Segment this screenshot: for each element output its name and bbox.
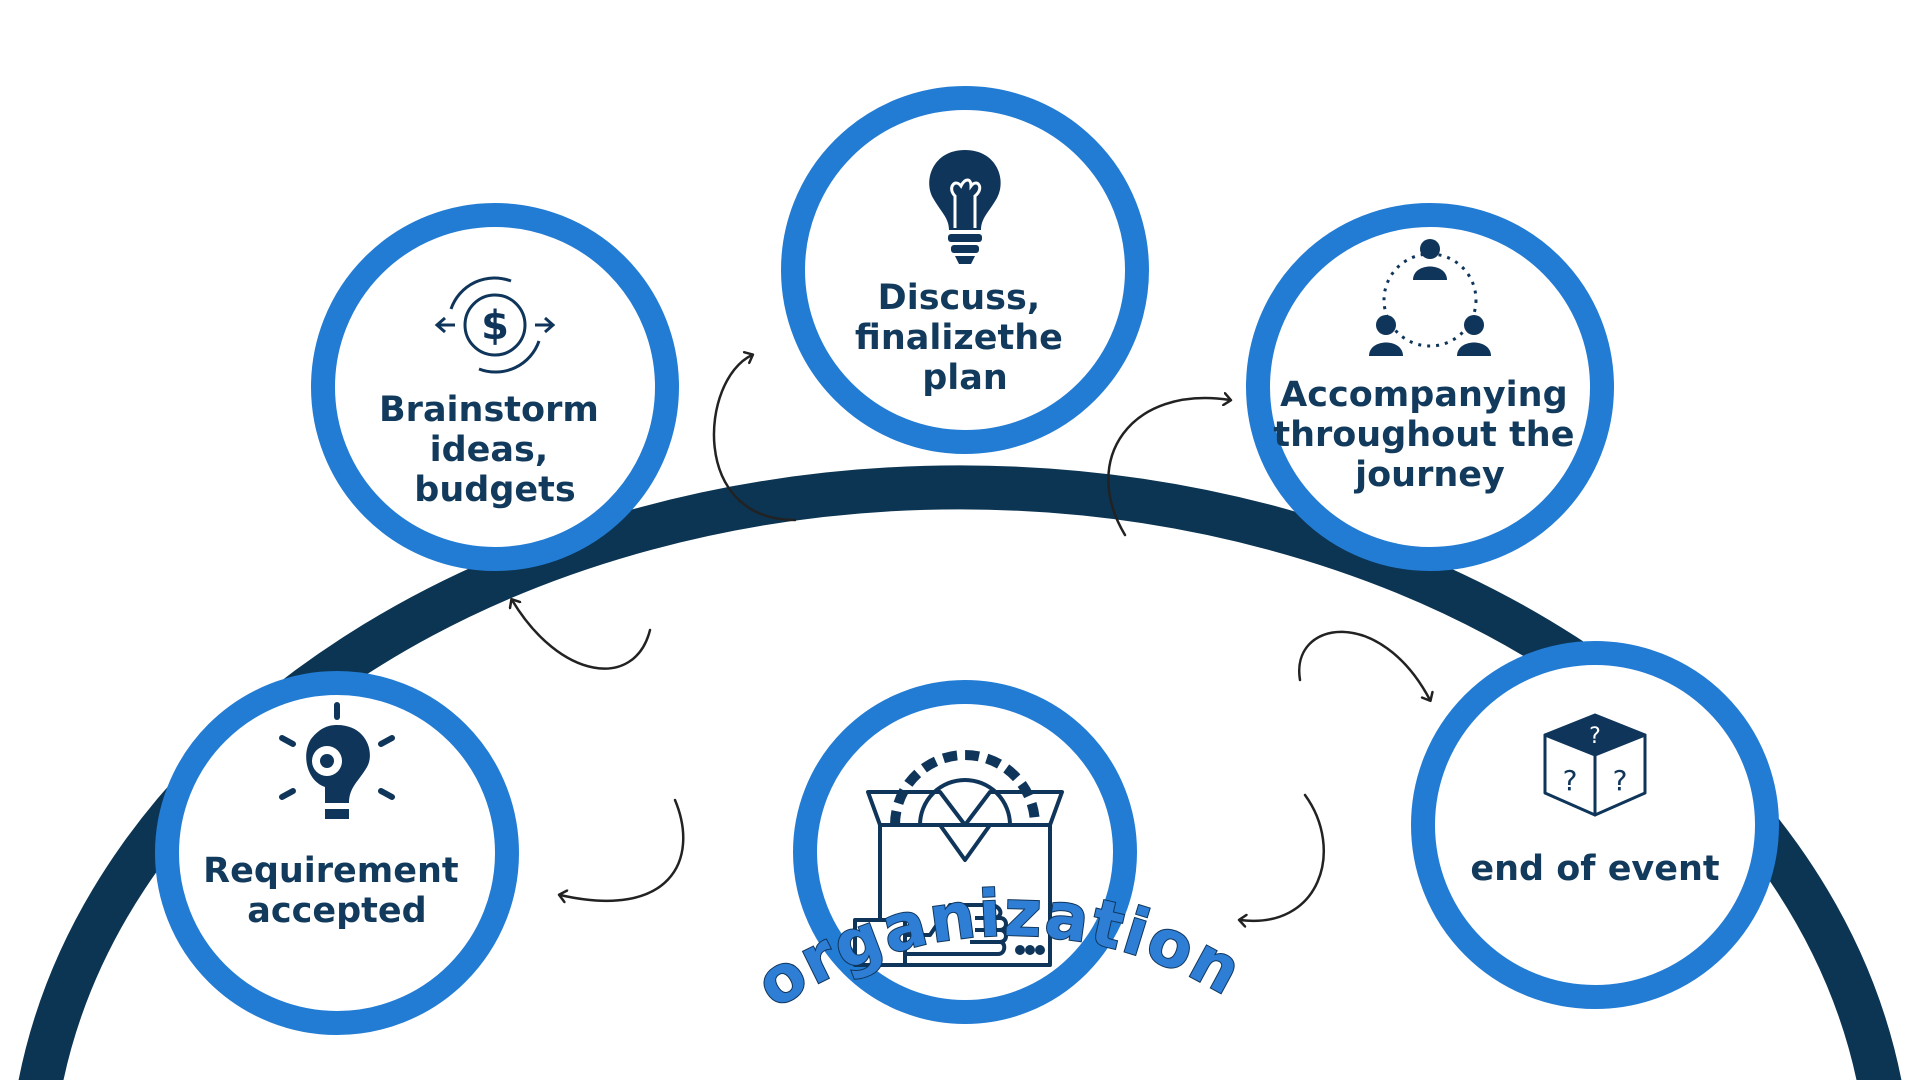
step-accompanying-line-3: journey xyxy=(1353,455,1505,495)
arrow-center-to-step5 xyxy=(1240,793,1326,921)
step-discuss-ring xyxy=(781,86,1149,454)
arrow-step4-to-step5 xyxy=(1297,630,1430,700)
step-discuss-label: Discuss, finalizethe plan xyxy=(855,278,1075,398)
step-end-of-event-line-1: end of event xyxy=(1470,849,1719,889)
arrow-step1-to-step2 xyxy=(512,600,652,670)
arrow-step2-to-step3 xyxy=(712,355,797,522)
lightbulb-icon xyxy=(929,150,1001,264)
step-accompanying-ring xyxy=(1246,203,1614,571)
step-end-of-event-ring xyxy=(1411,641,1779,1009)
step-brainstorm: $ Brainstorm ideas, budgets xyxy=(311,203,679,571)
svg-text:?: ? xyxy=(1613,764,1628,797)
connector-arrows xyxy=(512,355,1430,921)
step-end-of-event: ? ? ? end of event xyxy=(1411,641,1779,1009)
step-brainstorm-line-3: budgets xyxy=(414,470,575,510)
step-accompanying: Accompanying throughout the journey xyxy=(1246,203,1614,571)
step-discuss-line-2: finalizethe xyxy=(855,318,1063,358)
step-accompanying-label: Accompanying throughout the journey xyxy=(1273,375,1586,495)
step-discuss: Discuss, finalizethe plan xyxy=(781,86,1149,454)
svg-text:$: $ xyxy=(481,303,509,349)
arrow-center-to-step1 xyxy=(560,798,685,901)
step-brainstorm-ring xyxy=(311,203,679,571)
svg-text:?: ? xyxy=(1563,764,1578,797)
step-requirement-ring xyxy=(155,671,519,1035)
step-end-of-event-label: end of event xyxy=(1470,849,1719,889)
step-discuss-line-3: plan xyxy=(922,358,1008,398)
dollar-cycle-icon: $ xyxy=(434,276,556,374)
center-hub xyxy=(793,680,1137,1024)
svg-text:?: ? xyxy=(1589,724,1601,749)
step-brainstorm-line-1: Brainstorm xyxy=(379,390,599,430)
step-requirement: Requirement accepted xyxy=(155,671,519,1035)
lightbulb-gear-icon xyxy=(279,702,395,819)
step-accompanying-line-1: Accompanying xyxy=(1280,375,1567,415)
step-accompanying-line-2: throughout the xyxy=(1273,415,1574,455)
step-brainstorm-label: Brainstorm ideas, budgets xyxy=(379,390,611,510)
box-gear-hand-icon xyxy=(853,750,1064,967)
step-discuss-line-1: Discuss, xyxy=(878,278,1041,318)
step-requirement-label: Requirement accepted xyxy=(203,851,471,931)
arrow-step3-to-step4 xyxy=(1107,398,1230,537)
step-requirement-line-1: Requirement xyxy=(203,851,459,891)
team-network-icon xyxy=(1369,239,1491,356)
step-requirement-line-2: accepted xyxy=(247,891,426,931)
step-brainstorm-line-2: ideas, xyxy=(430,430,549,470)
mystery-box-icon: ? ? ? xyxy=(1543,713,1647,817)
